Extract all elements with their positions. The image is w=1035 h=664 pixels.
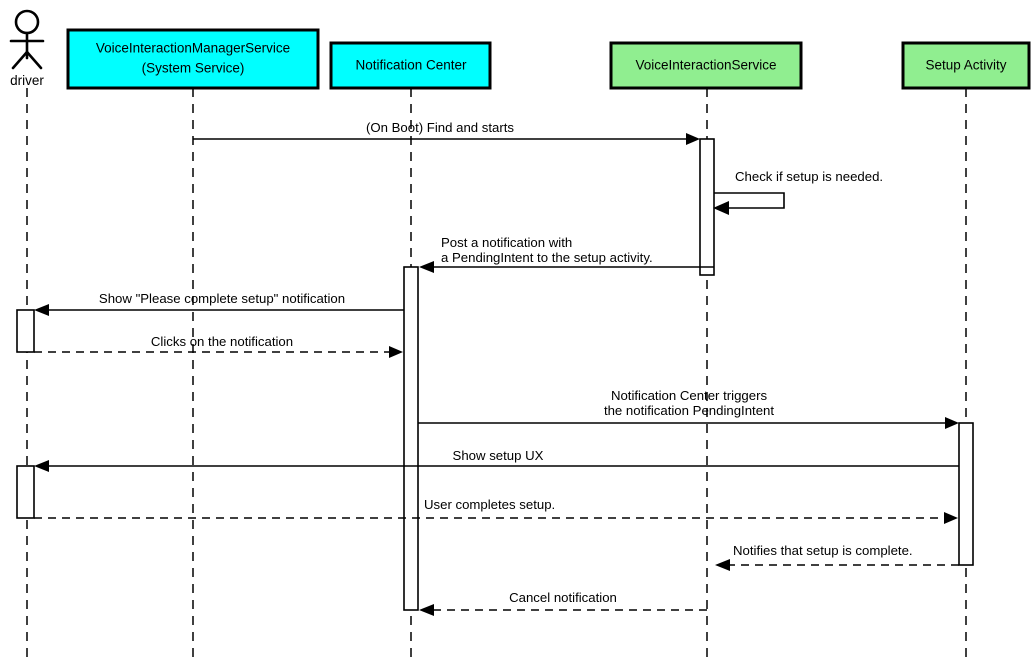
- message-notifies-that-setup-is-complete: Notifies that setup is complete.: [715, 543, 959, 571]
- message-label: (On Boot) Find and starts: [366, 120, 514, 135]
- participant-box-vis[interactable]: [609, 41, 803, 90]
- message-label: Show "Please complete setup" notificatio…: [99, 291, 345, 306]
- participant-voiceinteractionservice[interactable]: VoiceInteractionService: [609, 41, 803, 90]
- message-label: Cancel notification: [509, 590, 617, 605]
- participant-label-vims-line2: (System Service): [142, 61, 245, 76]
- message-on-boot-find-and-starts: (On Boot) Find and starts: [193, 120, 700, 145]
- participant-box-setup-activity[interactable]: [901, 41, 1031, 90]
- message-post-a-notification: Post a notification with a PendingIntent…: [419, 235, 714, 273]
- arrowhead-left-icon: [34, 304, 49, 316]
- message-label: Show setup UX: [453, 448, 544, 463]
- participant-driver[interactable]: driver: [9, 9, 44, 88]
- activation-bar-notification-center: [403, 266, 419, 611]
- message-label: Check if setup is needed.: [735, 169, 883, 184]
- participant-label-driver: driver: [10, 73, 44, 88]
- message-notification-center-triggers-pendingintent: Notification Center triggers the notific…: [418, 388, 959, 429]
- message-label: User completes setup.: [424, 497, 555, 512]
- arrowhead-right-icon: [389, 346, 403, 358]
- arrowhead-left-icon: [34, 460, 49, 472]
- activation-bar-driver-1: [16, 309, 35, 353]
- participant-label-setup-activity: Setup Activity: [925, 58, 1006, 73]
- arrowhead-left-icon: [715, 559, 730, 571]
- actor-head-icon: [14, 9, 40, 35]
- message-show-please-complete-setup-notification: Show "Please complete setup" notificatio…: [34, 291, 404, 316]
- actor-leg-right-icon: [25, 50, 43, 70]
- activation-bar-driver-2: [16, 465, 35, 519]
- arrowhead-right-icon: [945, 417, 959, 429]
- arrowhead-right-icon: [944, 512, 958, 524]
- activation-bar-setup-activity: [958, 422, 974, 566]
- arrowhead-left-icon: [419, 261, 434, 273]
- message-label-line2: a PendingIntent to the setup activity.: [441, 250, 653, 265]
- participant-label-vims-line1: VoiceInteractionManagerService: [96, 41, 290, 56]
- message-self-line: [714, 192, 785, 209]
- message-cancel-notification: Cancel notification: [419, 590, 707, 616]
- message-label-line2: the notification PendingIntent: [604, 403, 774, 418]
- arrowhead-right-icon: [686, 133, 700, 145]
- participant-label-notification-center: Notification Center: [355, 58, 467, 73]
- arrowhead-left-icon: [419, 604, 434, 616]
- message-clicks-on-the-notification: Clicks on the notification: [34, 334, 403, 358]
- message-show-setup-ux: Show setup UX: [34, 448, 959, 472]
- participant-notification-center[interactable]: Notification Center: [329, 41, 492, 90]
- message-label-line1: Notification Center triggers: [611, 388, 768, 403]
- message-check-if-setup-is-needed: Check if setup is needed.: [713, 169, 883, 215]
- participant-setup-activity[interactable]: Setup Activity: [901, 41, 1031, 90]
- activation-bar-vis: [699, 138, 715, 276]
- arrowhead-left-icon: [713, 201, 729, 215]
- participant-voiceinteractionmanagerservice[interactable]: VoiceInteractionManagerService (System S…: [66, 28, 320, 90]
- participant-label-vis: VoiceInteractionService: [635, 58, 776, 73]
- participant-box-vims[interactable]: [66, 28, 320, 90]
- actor-leg-left-icon: [11, 50, 29, 70]
- participant-box-notification-center[interactable]: [329, 41, 492, 90]
- message-label-line1: Post a notification with: [441, 235, 572, 250]
- message-label: Notifies that setup is complete.: [733, 543, 913, 558]
- message-user-completes-setup: User completes setup.: [34, 497, 958, 524]
- message-label: Clicks on the notification: [151, 334, 293, 349]
